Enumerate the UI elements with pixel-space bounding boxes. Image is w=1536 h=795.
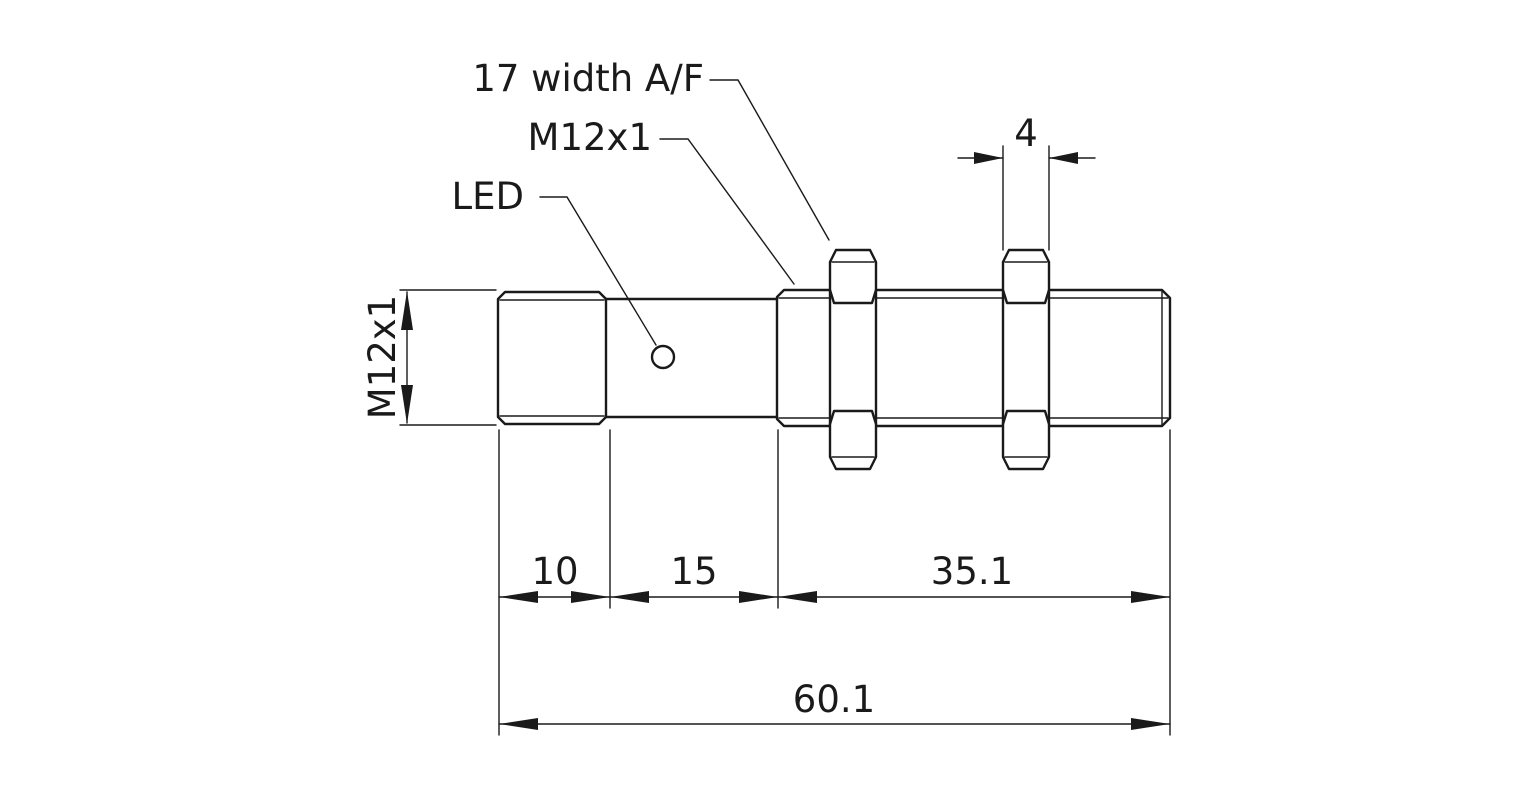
extension-lines [498,429,1171,736]
nut-thickness-dimension [957,145,1096,251]
dim-overall-length-label: 60.1 [793,678,875,721]
callout-thread: M12x1 [528,116,652,159]
led-housing-section [604,297,779,419]
callout-led: LED [452,175,524,218]
segment-dimension-line [498,591,1171,603]
lock-nut-2 [1001,248,1051,471]
led-indicator [650,344,676,370]
dim-thread-rear-label: 35.1 [931,550,1013,593]
front-thread-section [496,290,608,426]
diameter-dimension [399,289,497,426]
nut-thickness-label: 4 [1014,112,1038,155]
dim-led-section-label: 15 [670,550,717,593]
lock-nut-1 [828,248,878,471]
diameter-label: M12x1 [361,295,404,419]
callout-width-af: 17 width A/F [472,57,704,100]
dim-thread-front-label: 10 [531,550,578,593]
callout-leaders [539,79,830,346]
overall-dimension-line [498,718,1171,730]
